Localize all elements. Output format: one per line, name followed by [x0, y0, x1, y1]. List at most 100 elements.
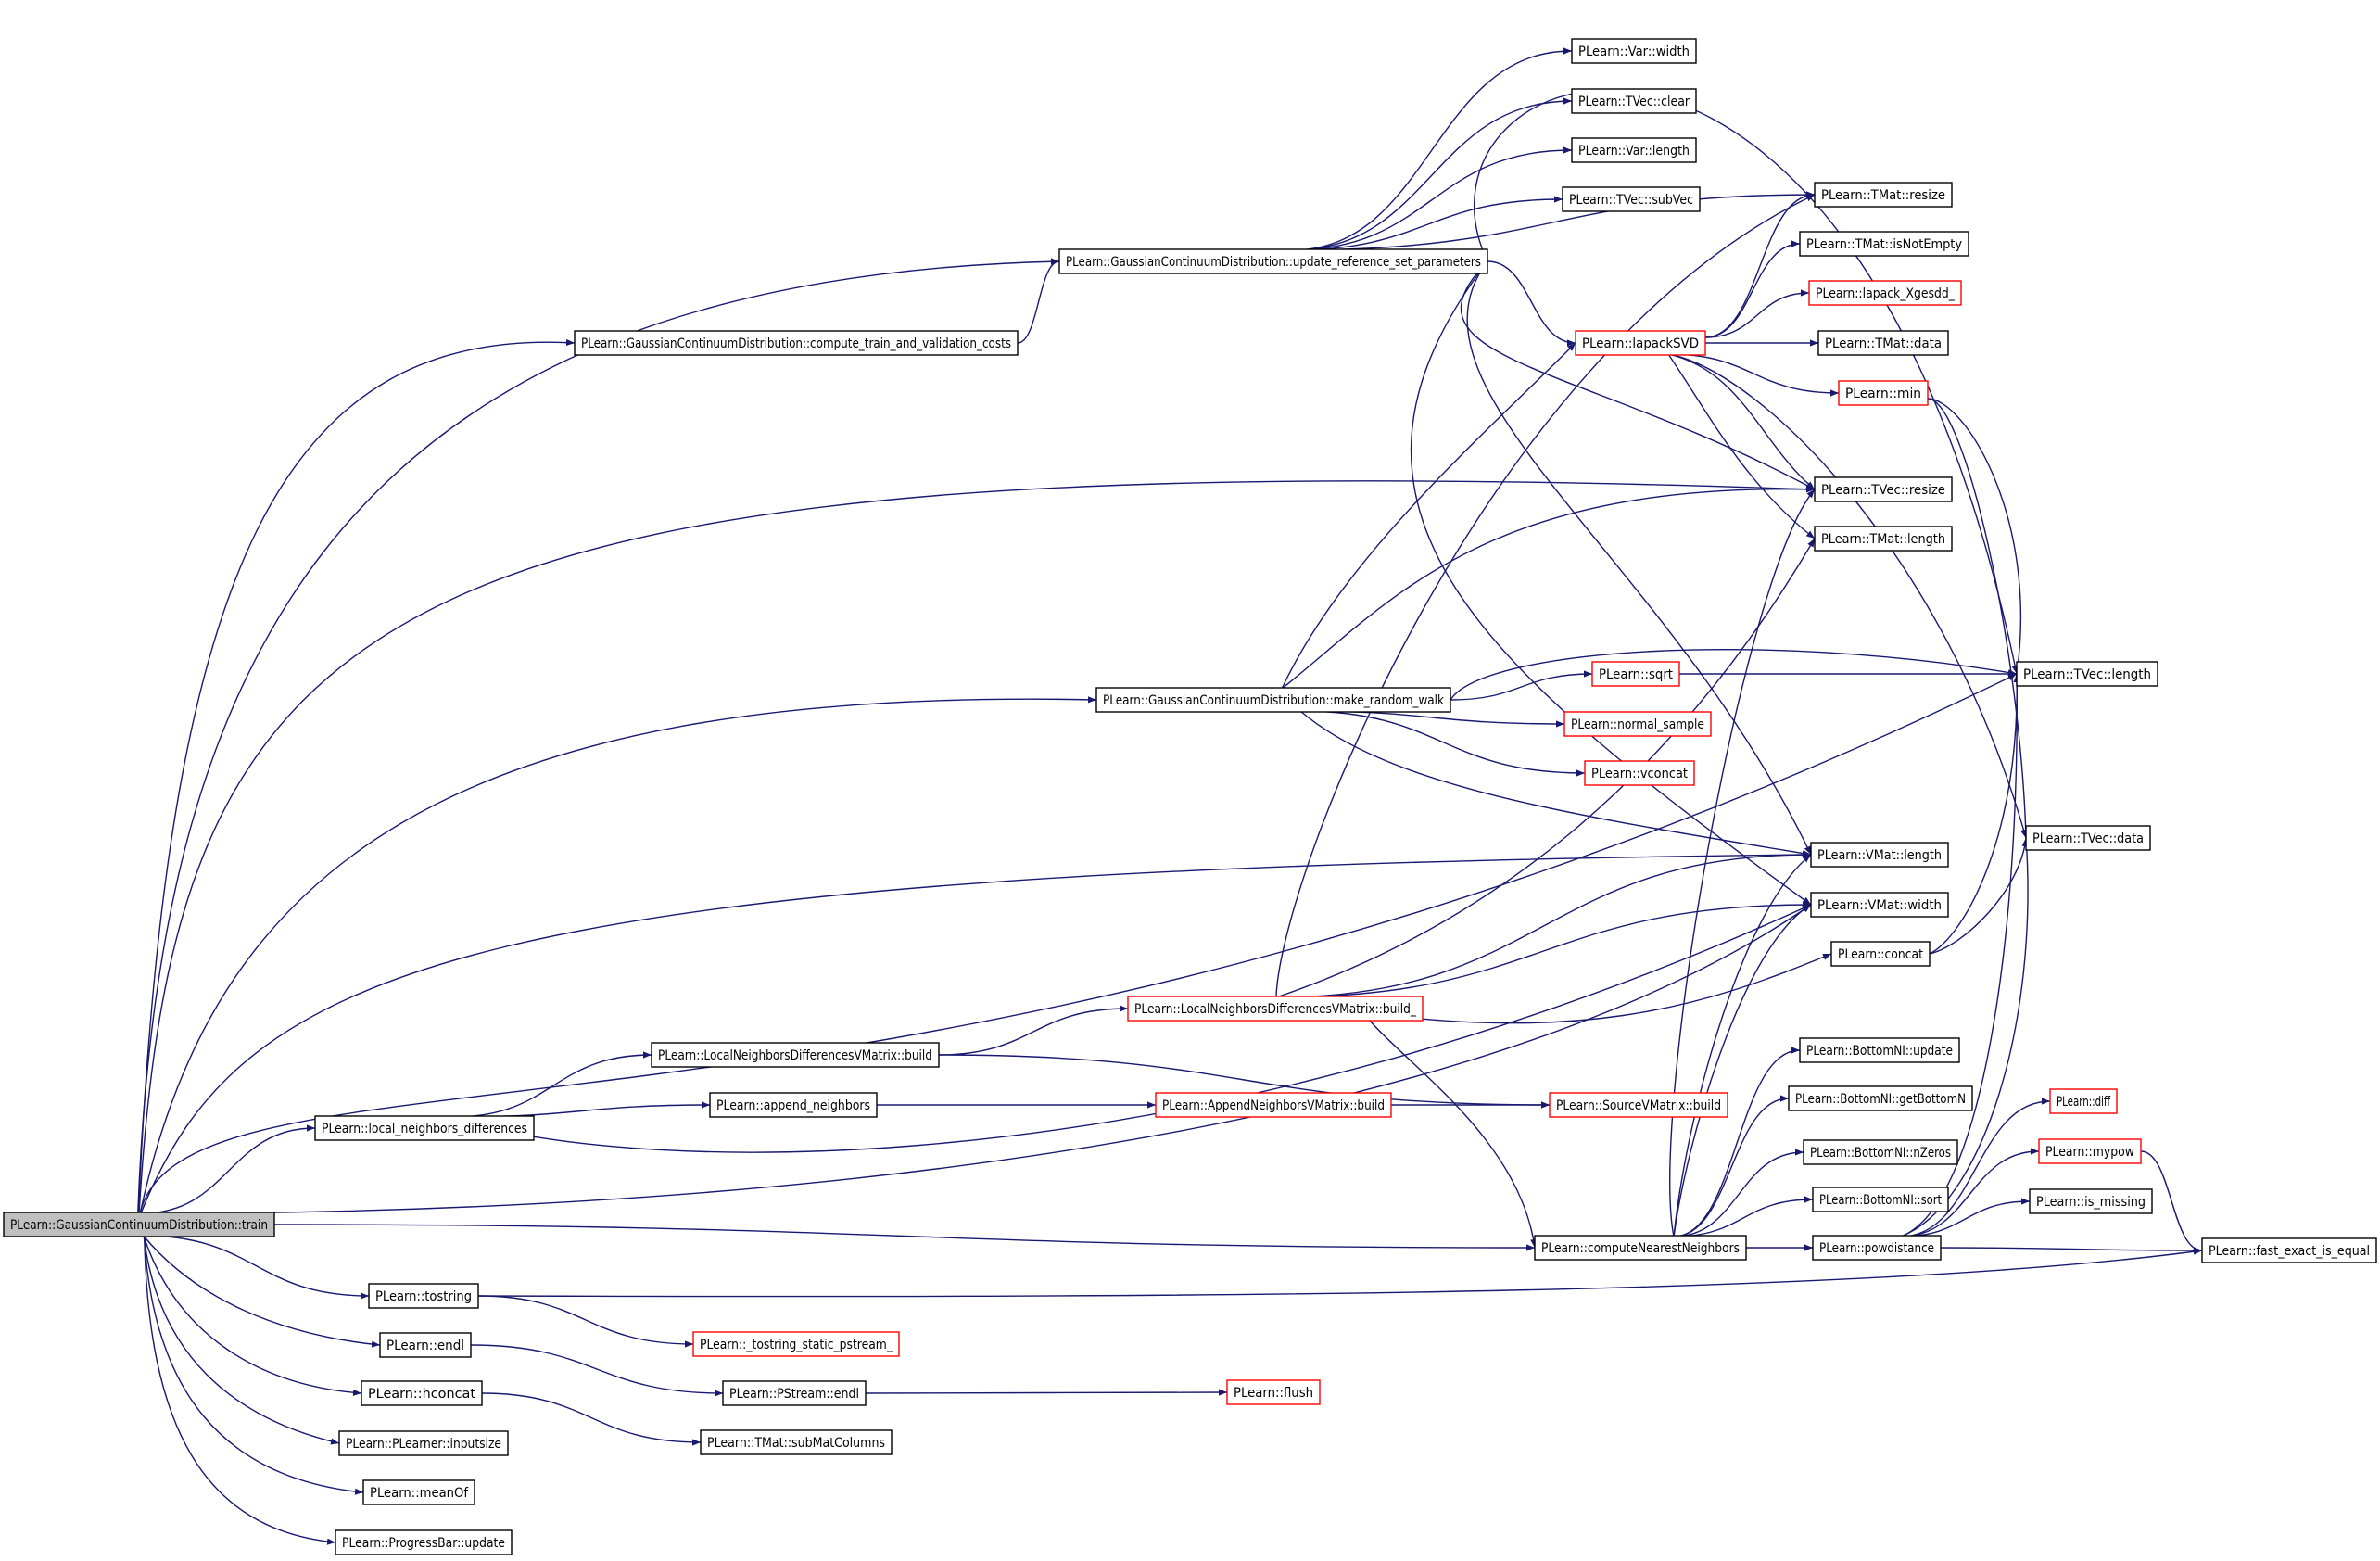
node-label: PLearn::flush [1234, 1386, 1313, 1401]
node-box [1812, 1187, 1949, 1212]
node-tmat-resize[interactable]: PLearn::TMat::resize [1814, 182, 1953, 208]
node-tostring[interactable]: PLearn::tostring [368, 1283, 479, 1309]
node-label: PLearn::lapackSVD [1582, 336, 1699, 351]
edge-train-to-vmat_width [141, 904, 1812, 1214]
edge-local_nd-to-append_nb [453, 1101, 711, 1118]
edge-tostring-to-tostring_static [477, 1295, 694, 1348]
edge-train-to-pb_update [144, 1235, 336, 1545]
node-fast-exact[interactable]: PLearn::fast_exact_is_equal [2201, 1237, 2377, 1263]
node-compute-costs[interactable]: PLearn::GaussianContinuumDistribution::c… [574, 330, 1019, 356]
edge-update_ref-to-tvec_clear [1290, 97, 1573, 251]
node-var-length[interactable]: PLearn::Var::length [1571, 137, 1697, 163]
edge-train-to-compute_nn [273, 1224, 1536, 1251]
node-box [1575, 330, 1706, 356]
node-var-width[interactable]: PLearn::Var::width [1571, 38, 1697, 64]
node-pb-update[interactable]: PLearn::ProgressBar::update [335, 1529, 513, 1555]
node-lndvm-build[interactable]: PLearn::LocalNeighborsDifferencesVMatrix… [651, 1042, 940, 1068]
node-vconcat[interactable]: PLearn::vconcat [1584, 760, 1695, 786]
node-diff[interactable]: PLearn::diff [2049, 1088, 2118, 1114]
node-powdistance[interactable]: PLearn::powdistance [1812, 1235, 1942, 1261]
node-label: PLearn::computeNearestNeighbors [1541, 1241, 1740, 1256]
node-train[interactable]: PLearn::GaussianContinuumDistribution::t… [3, 1212, 275, 1237]
node-label: PLearn::endl [386, 1339, 464, 1353]
node-label: PLearn::BottomNI::update [1806, 1044, 1953, 1059]
node-sqrt[interactable]: PLearn::sqrt [1591, 661, 1680, 687]
edge-concat-to-tvec_length [1929, 673, 2020, 955]
node-bn-getbottom[interactable]: PLearn::BottomNI::getBottomN [1788, 1085, 1973, 1111]
node-tmat-isne[interactable]: PLearn::TMat::isNotEmpty [1799, 231, 1969, 257]
node-bn-sort[interactable]: PLearn::BottomNI::sort [1812, 1187, 1949, 1212]
edge-lapacksvd-to-tvec_data [1667, 353, 2028, 839]
node-label: PLearn::Var::width [1578, 44, 1690, 59]
node-pstream-endl[interactable]: PLearn::PStream::endl [722, 1380, 867, 1406]
node-box [1838, 380, 1929, 406]
edge-train-to-hconcat [143, 1235, 362, 1396]
node-anvm-build[interactable]: PLearn::AppendNeighborsVMatrix::build [1155, 1092, 1392, 1118]
node-svm-build[interactable]: PLearn::SourceVMatrix::build [1549, 1092, 1728, 1118]
node-hconcat[interactable]: PLearn::hconcat [361, 1380, 483, 1406]
node-lndvm-build-[interactable]: PLearn::LocalNeighborsDifferencesVMatrix… [1127, 996, 1424, 1022]
node-tvec-data[interactable]: PLearn::TVec::data [2025, 825, 2151, 851]
node-label: PLearn::powdistance [1819, 1241, 1934, 1256]
node-tostring-static[interactable]: PLearn::_tostring_static_pstream_ [692, 1331, 900, 1357]
edge-lndvm_build_-to-vmat_width [1275, 901, 1812, 998]
node-compute-nn[interactable]: PLearn::computeNearestNeighbors [1534, 1235, 1747, 1261]
node-lapacksvd[interactable]: PLearn::lapackSVD [1575, 330, 1706, 356]
node-bn-nzeros[interactable]: PLearn::BottomNI::nZeros [1803, 1139, 1958, 1165]
node-label: PLearn::ProgressBar::update [342, 1536, 505, 1551]
edge-make_rw-to-tvec_length [1450, 648, 2018, 701]
node-lapack-x[interactable]: PLearn::lapack_Xgesdd_ [1808, 280, 1962, 306]
node-endl[interactable]: PLearn::endl [379, 1332, 472, 1358]
node-label: PLearn::mypow [2045, 1145, 2134, 1160]
edge-lndvm_build-to-lndvm_build_ [938, 1005, 1129, 1056]
node-label: PLearn::LocalNeighborsDifferencesVMatrix… [1134, 1002, 1417, 1017]
node-label: PLearn::GaussianContinuumDistribution::m… [1103, 693, 1445, 708]
node-label: PLearn::normal_sample [1571, 717, 1704, 732]
node-mypow[interactable]: PLearn::mypow [2038, 1138, 2142, 1164]
node-vmat-length[interactable]: PLearn::VMat::length [1810, 842, 1949, 868]
node-tmat-data[interactable]: PLearn::TMat::data [1817, 330, 1949, 356]
edge-update_ref-to-tmat_resize [1290, 191, 1816, 251]
node-tvec-length[interactable]: PLearn::TVec::length [2016, 661, 2158, 687]
edge-lapacksvd-to-tmat_isne [1704, 240, 1801, 338]
edge-update_ref-to-var_length [1290, 146, 1573, 251]
node-flush[interactable]: PLearn::flush [1226, 1379, 1321, 1405]
node-normal-sample[interactable]: PLearn::normal_sample [1563, 711, 1712, 737]
node-update-ref[interactable]: PLearn::GaussianContinuumDistribution::u… [1058, 248, 1488, 274]
node-label: PLearn::TVec::data [2032, 831, 2144, 846]
edge-min-to-tvec_data [1927, 398, 2030, 839]
node-label: PLearn::TMat::data [1825, 336, 1942, 351]
node-box [1817, 330, 1949, 356]
node-label: PLearn::GaussianContinuumDistribution::t… [10, 1218, 268, 1233]
node-make-rw[interactable]: PLearn::GaussianContinuumDistribution::m… [1095, 687, 1451, 713]
node-append-nb[interactable]: PLearn::append_neighbors [709, 1092, 878, 1118]
node-tmat-submat[interactable]: PLearn::TMat::subMatColumns [700, 1429, 892, 1455]
node-label: PLearn::VMat::width [1817, 898, 1942, 913]
node-min[interactable]: PLearn::min [1838, 380, 1929, 406]
node-label: PLearn::PLearner::inputsize [346, 1437, 501, 1452]
node-box [1584, 760, 1695, 786]
edge-train-to-inputsize [143, 1235, 340, 1445]
node-is-missing[interactable]: PLearn::is_missing [2029, 1188, 2153, 1214]
node-box [700, 1429, 892, 1455]
node-tvec-subvec[interactable]: PLearn::TVec::subVec [1562, 186, 1701, 212]
edge-train-to-local_nd [142, 1124, 316, 1214]
node-box [1814, 182, 1953, 208]
node-local-nd[interactable]: PLearn::local_neighbors_differences [314, 1115, 535, 1141]
node-tvec-resize[interactable]: PLearn::TVec::resize [1814, 476, 1953, 502]
node-box [2016, 661, 2158, 687]
node-tmat-length[interactable]: PLearn::TMat::length [1814, 526, 1953, 552]
edge-train-to-make_rw [139, 696, 1097, 1214]
node-tvec-clear[interactable]: PLearn::TVec::clear [1571, 88, 1697, 114]
node-box [1788, 1085, 1973, 1111]
node-vmat-width[interactable]: PLearn::VMat::width [1810, 892, 1949, 918]
node-inputsize[interactable]: PLearn::PLearner::inputsize [338, 1430, 509, 1456]
node-concat[interactable]: PLearn::concat [1830, 941, 1931, 967]
node-bn-update[interactable]: PLearn::BottomNI::update [1799, 1037, 1960, 1063]
node-label: PLearn::BottomNI::sort [1819, 1193, 1942, 1208]
node-meanof[interactable]: PLearn::meanOf [362, 1479, 475, 1505]
node-box [2049, 1088, 2118, 1114]
edge-endl-to-pstream_endl [470, 1344, 724, 1397]
edge-make_rw-to-vmat_length [1299, 710, 1812, 857]
